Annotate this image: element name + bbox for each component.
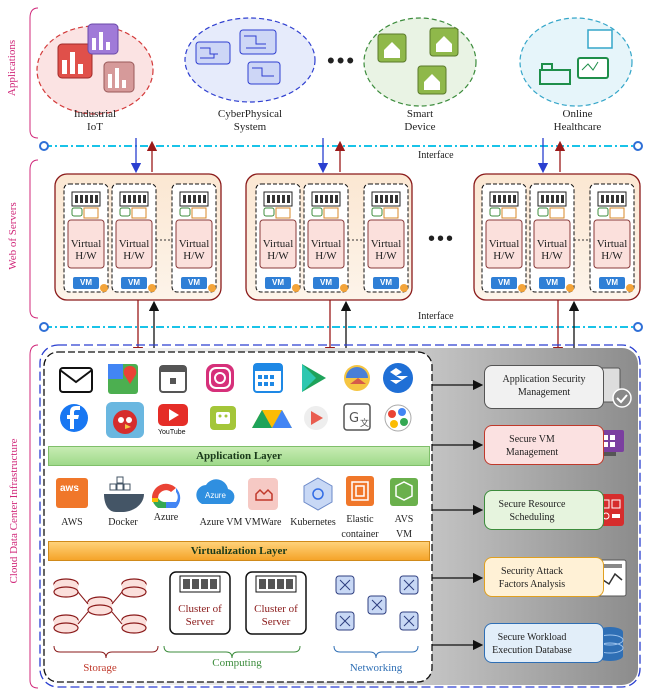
applications-ellipsis: ••• — [327, 48, 357, 73]
virtual-hw-label: Virtual H/W — [262, 238, 294, 262]
virtualization-layer-bar: Virtualization Layer — [48, 541, 430, 561]
virtual-hw-label: Virtual H/W — [70, 238, 102, 262]
app-label-cps: CyberPhysical System — [217, 108, 283, 133]
storage-label: Storage — [83, 662, 117, 674]
facebook-icon — [60, 404, 88, 432]
vm-badge: VM — [373, 277, 399, 289]
gallery-icon — [384, 404, 412, 432]
youtube-icon-text: YouTube — [158, 429, 186, 436]
calendar-icon — [159, 365, 187, 393]
virtual-hw-label: Virtual H/W — [488, 238, 520, 262]
security-label: Secure VM Management — [505, 434, 559, 458]
aws-icon — [56, 478, 88, 508]
applications-illustrations — [36, 17, 633, 115]
virtual-hw-label: Virtual H/W — [118, 238, 150, 262]
elastic-container-icon — [346, 476, 374, 506]
aws-icon-text: aws — [60, 483, 79, 494]
maps-icon — [108, 364, 138, 394]
cluster-of-server-icon — [169, 571, 231, 635]
dropbox-icon — [383, 363, 413, 393]
security-box-workload-db: Secure Workload Execution Database — [484, 623, 604, 663]
vm-badge: VM — [491, 277, 517, 289]
platform-label-docker: Docker — [108, 517, 138, 528]
vmware-icon — [248, 478, 278, 510]
network-switch-icon — [335, 575, 419, 631]
cyber-physical-system-icon — [184, 17, 316, 103]
security-box-secure-vm: Secure VM Management — [484, 425, 604, 465]
vm-badge: VM — [539, 277, 565, 289]
app-label-smart-device: Smart Device — [404, 108, 436, 133]
virtual-hw-label: Virtual H/W — [370, 238, 402, 262]
vm-badge: VM — [121, 277, 147, 289]
avs-vm-icon — [390, 478, 418, 506]
platform-label-aws: AWS — [61, 517, 83, 528]
application-layer-bar: Application Layer — [48, 446, 430, 466]
photos-icon — [344, 365, 370, 391]
virtual-hw-label: Virtual H/W — [310, 238, 342, 262]
platform-label-avs-vm: AVS VM — [394, 514, 414, 540]
app-label-online-healthcare: Online Healthcare — [553, 108, 602, 133]
security-box-app-security: Application Security Management — [484, 365, 604, 409]
storage-icon — [53, 578, 147, 634]
servers-ellipsis: ••• — [428, 228, 456, 250]
security-box-attack-analysis: Security Attack Factors Analysis — [484, 557, 604, 597]
app-label-industrial-iot: Industrial IoT — [73, 108, 117, 133]
industrial-iot-icon — [36, 23, 154, 115]
svg-text:文: 文 — [360, 417, 369, 429]
smart-device-icon — [363, 17, 477, 107]
server-groups — [54, 173, 641, 301]
svg-text:G: G — [349, 411, 359, 426]
android-icon — [210, 406, 236, 430]
networking-label: Networking — [349, 662, 403, 674]
drive-icon — [252, 410, 292, 428]
platform-label-azure: Azure — [153, 512, 179, 523]
security-label: Application Security Management — [502, 374, 586, 398]
angry-birds-icon — [106, 402, 144, 438]
online-healthcare-icon — [519, 17, 633, 107]
computing-label: Computing — [212, 657, 262, 669]
vm-badge: VM — [181, 277, 207, 289]
vm-badge: VM — [73, 277, 99, 289]
cluster-label: Cluster of Server — [254, 603, 298, 628]
platform-label-elastic-container: Elastic container — [341, 514, 379, 540]
play-icon — [304, 406, 328, 430]
instagram-icon — [206, 364, 234, 392]
planner-icon — [253, 363, 283, 393]
play-store-icon — [302, 364, 326, 392]
security-label: Secure Workload Execution Database — [492, 632, 572, 656]
cluster-of-server-icon — [245, 571, 307, 635]
virtual-hw-label: Virtual H/W — [536, 238, 568, 262]
security-box-resource-scheduling: Secure Resource Scheduling — [484, 490, 604, 530]
virtual-hw-label: Virtual H/W — [596, 238, 628, 262]
azure-icon-text: Azure — [205, 491, 226, 500]
vm-badge: VM — [599, 277, 625, 289]
kubernetes-icon — [303, 477, 333, 511]
google-cloud-icon — [151, 483, 181, 508]
security-label: Secure Resource Scheduling — [498, 499, 566, 523]
security-label: Security Attack Factors Analysis — [498, 566, 566, 590]
platform-label-kubernetes: Kubernetes — [290, 517, 336, 528]
interface-label-top: Interface — [418, 150, 454, 161]
virtual-hw-label: Virtual H/W — [178, 238, 210, 262]
vm-badge: VM — [313, 277, 339, 289]
mail-icon — [59, 367, 93, 393]
platform-label-azure-vm: Azure VM — [199, 517, 243, 528]
vm-badge: VM — [265, 277, 291, 289]
azure-cloud-icon — [196, 479, 235, 504]
interface-label-bottom: Interface — [418, 311, 454, 322]
youtube-icon — [158, 404, 188, 426]
platform-label-vmware: VMWare — [244, 517, 282, 528]
docker-icon — [104, 476, 144, 512]
cluster-label: Cluster of Server — [178, 603, 222, 628]
